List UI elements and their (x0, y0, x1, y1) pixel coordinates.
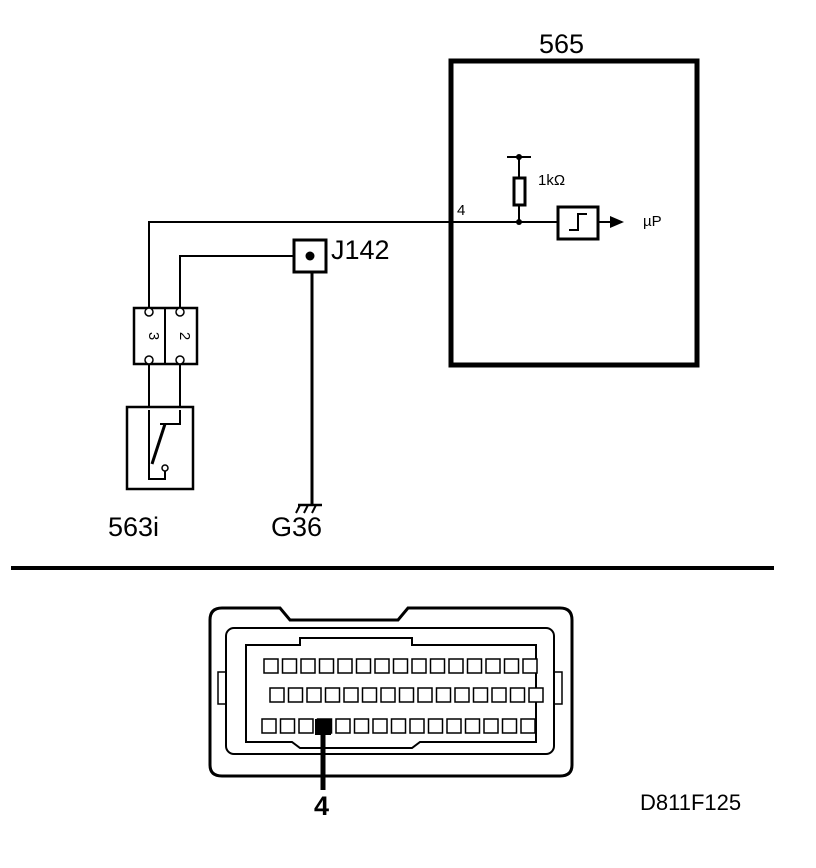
connector-pin (392, 658, 409, 674)
connector-pin (491, 687, 507, 703)
connector-pin (485, 658, 501, 674)
connector-pin (464, 718, 481, 734)
connector-pin (411, 658, 427, 674)
connector-pin (361, 687, 378, 703)
connector-pin (335, 718, 351, 734)
ecu-pin-label: 4 (457, 202, 465, 219)
connector-pin (398, 687, 415, 703)
connector-pin (522, 658, 538, 674)
connector-pin (279, 718, 296, 734)
connector-pin (337, 658, 353, 674)
ecu-label: 565 (539, 29, 584, 59)
ecu-internal-circuit: 1kΩ µP (451, 154, 662, 241)
connector-pin (435, 687, 452, 703)
connector-pin (318, 658, 335, 674)
connector-pin-a: 3 (145, 332, 162, 340)
connector-pin (287, 687, 304, 703)
ecu-565: 565 4 (448, 29, 700, 368)
connector-pin-b: 2 (176, 332, 193, 340)
connector-face-view: 4 (208, 606, 574, 821)
highlighted-pin (315, 719, 331, 735)
connector-pin (446, 718, 462, 734)
connector-pin (528, 687, 544, 703)
ground-label: G36 (271, 512, 322, 542)
connector-pin (483, 718, 499, 734)
highlighted-pin-label: 4 (314, 791, 329, 821)
connector-pin (380, 687, 396, 703)
connector-pin (343, 687, 359, 703)
junction-label: J142 (331, 235, 390, 265)
switch-label: 563i (108, 512, 159, 542)
ground-g36: G36 (271, 503, 322, 542)
connector-pin (503, 658, 520, 674)
connector-pin (372, 718, 388, 734)
connector-pin (298, 718, 314, 734)
connector-pin (448, 658, 464, 674)
connector-pin (261, 718, 277, 734)
connector-pin (409, 718, 425, 734)
pullup-resistor (512, 176, 527, 207)
signal-wire (148, 221, 451, 308)
figure-reference: D811F125 (640, 790, 741, 815)
connector-pin (281, 658, 298, 674)
output-arrow-icon (610, 216, 624, 228)
connector-pin (390, 718, 407, 734)
connector-pin (306, 687, 322, 703)
connector-pin (417, 687, 433, 703)
connector-pin (353, 718, 370, 734)
junction-j142: J142 (292, 235, 390, 274)
resistor-label: 1kΩ (538, 172, 565, 189)
switch-563i: 563i (108, 364, 195, 542)
connector-pin (501, 718, 518, 734)
connector-pin (466, 658, 483, 674)
connector-pin (324, 687, 341, 703)
connector-pin (374, 658, 390, 674)
connector-pin (454, 687, 470, 703)
connector-pin (472, 687, 489, 703)
ground-wire (179, 255, 294, 308)
connector-pin (300, 658, 316, 674)
connector-pin (509, 687, 526, 703)
output-label: µP (643, 213, 662, 230)
connector-pin (427, 718, 444, 734)
connector-pin (429, 658, 446, 674)
connector-pin (269, 687, 285, 703)
connector-block: 3 2 (132, 306, 199, 366)
connector-pin (355, 658, 372, 674)
connector-pin (520, 718, 536, 734)
connector-pin (263, 658, 279, 674)
